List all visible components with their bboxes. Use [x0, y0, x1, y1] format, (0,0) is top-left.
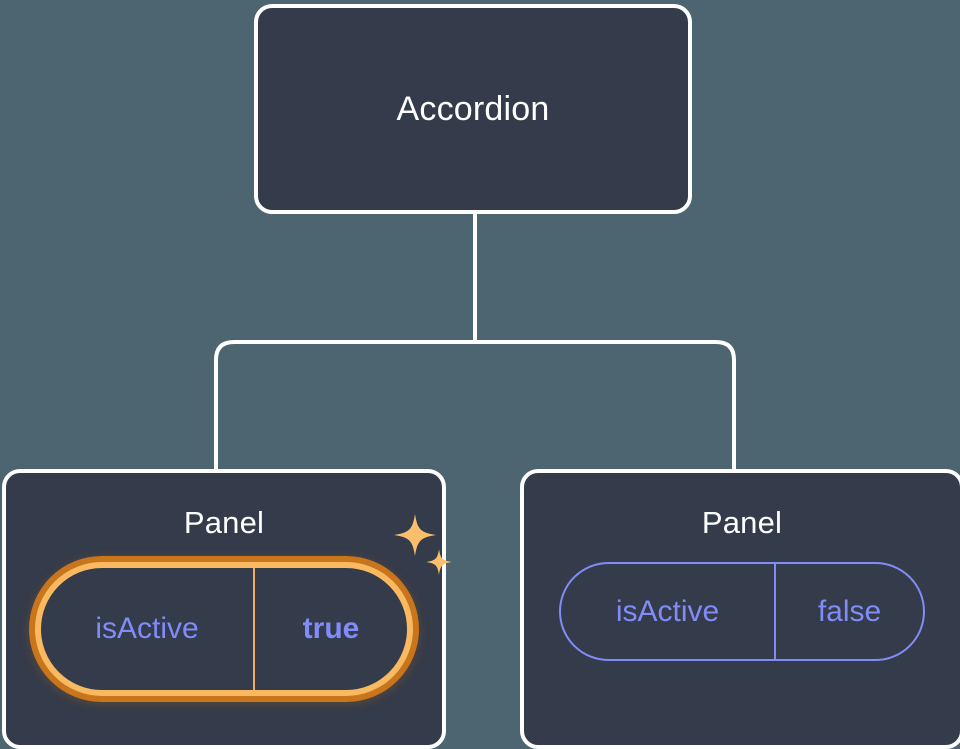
prop-key-isactive: isActive: [615, 594, 720, 628]
prop-pill-isactive-false[interactable]: isActive false: [559, 562, 925, 661]
tree-connectors: [214, 214, 736, 470]
node-title-panel-inactive: Panel: [701, 505, 783, 540]
tree-node-panel-active[interactable]: Panel isActive true: [2, 469, 452, 749]
tree-node-panel-inactive[interactable]: Panel isActive false: [520, 469, 960, 749]
tree-node-accordion[interactable]: Accordion: [254, 4, 692, 214]
connector-branch-bar: [214, 340, 736, 470]
prop-pill-wrapper-active: isActive true: [35, 514, 452, 696]
prop-value-true: true: [253, 568, 407, 690]
prop-key-isactive: isActive: [95, 612, 199, 645]
prop-pill-wrapper-inactive: isActive false: [559, 562, 925, 661]
prop-pill-isactive-true[interactable]: isActive true: [35, 562, 413, 696]
prop-value-false: false: [774, 564, 923, 659]
node-title-panel-active: Panel: [183, 505, 265, 540]
component-tree-canvas: Accordion Panel isActive true Panel isAc…: [2, 4, 960, 749]
node-title-accordion: Accordion: [396, 90, 550, 128]
